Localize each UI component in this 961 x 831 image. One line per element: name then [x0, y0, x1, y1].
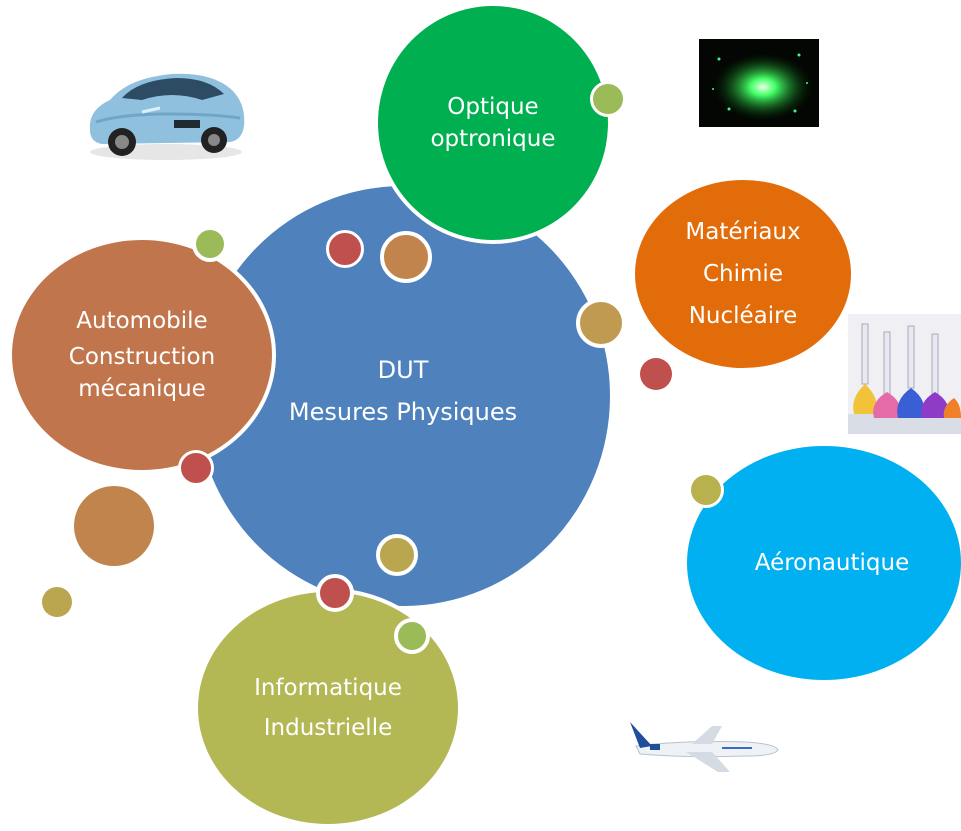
car-photo — [82, 60, 248, 162]
materiaux-line2: Chimie — [703, 261, 783, 287]
automobile-line2: Construction — [68, 344, 216, 370]
info-line1: Informatique — [254, 675, 402, 701]
info-line2: Industrielle — [263, 715, 393, 741]
materiaux-line3: Nucléaire — [688, 303, 798, 329]
bubble-materiaux: Matériaux Chimie Nucléaire — [635, 180, 851, 368]
dot-olive-center-bottom — [376, 534, 418, 576]
center-title: DUT — [377, 356, 429, 384]
dot-tan-center-top — [380, 231, 432, 283]
dot-tan-right — [576, 298, 626, 348]
materiaux-line1: Matériaux — [685, 219, 801, 245]
bubble-automobile: Automobile Construction mécanique — [8, 236, 276, 474]
dot-olive-left-small — [42, 587, 72, 617]
dot-red-center-top — [326, 230, 364, 268]
bubble-aeronautique: Aéronautique — [687, 446, 961, 680]
laser-photo — [699, 39, 819, 127]
dot-red-left — [178, 450, 214, 486]
dot-tan-left-large — [74, 486, 154, 566]
bubble-optique: Optique optronique — [374, 2, 612, 244]
dot-olive-aero — [688, 472, 724, 508]
center-subtitle: Mesures Physiques — [288, 398, 518, 426]
aero-line1: Aéronautique — [754, 550, 910, 576]
dot-green-info — [394, 618, 430, 654]
dot-green-automobile — [192, 226, 228, 262]
dot-red-bottom — [316, 574, 354, 612]
airplane-photo — [626, 716, 780, 774]
dot-green-optique — [590, 81, 626, 117]
automobile-line1: Automobile — [76, 308, 208, 334]
chemistry-flasks-photo — [848, 314, 961, 434]
automobile-line3: mécanique — [78, 376, 206, 402]
optique-line2: optronique — [430, 126, 556, 152]
optique-line1: Optique — [447, 94, 539, 120]
dot-red-right — [640, 358, 672, 390]
